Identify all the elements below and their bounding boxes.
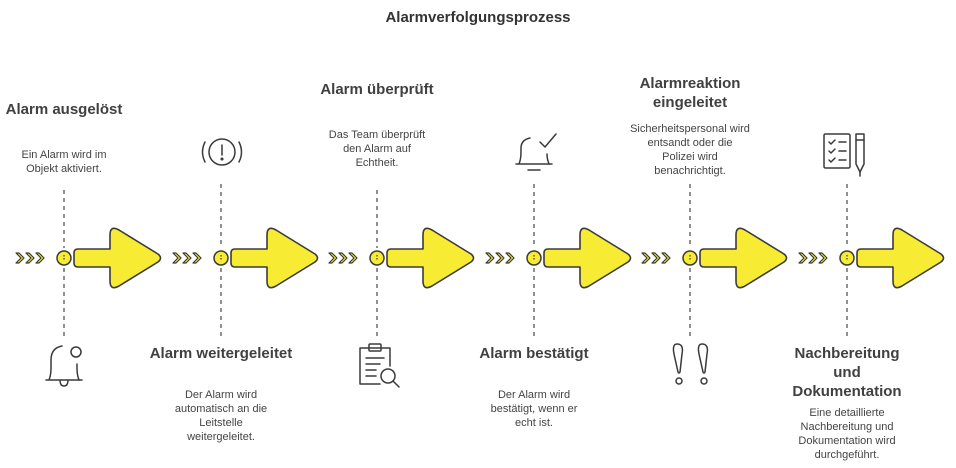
process-step-4 xyxy=(485,184,632,336)
chevron-icon xyxy=(808,252,818,264)
step-description: Ein Alarm wird im Objekt aktiviert. xyxy=(21,149,107,175)
chevron-icon xyxy=(818,252,828,264)
clipboard-search-icon xyxy=(359,343,400,388)
chevron-icon xyxy=(505,252,515,264)
process-step-1 xyxy=(15,190,162,336)
warning-alert-icon xyxy=(201,138,243,166)
chevron-icon xyxy=(35,252,45,264)
diagram-title: Alarmverfolgungsprozess xyxy=(385,9,571,26)
chevron-icon xyxy=(798,252,808,264)
chevron-icon xyxy=(172,252,182,264)
chevron-icon xyxy=(661,252,671,264)
chevron-icon xyxy=(485,252,495,264)
chevron-icon xyxy=(338,252,348,264)
step-description: Sicherheitspersonal wird entsandt oder d… xyxy=(630,123,750,177)
step-description: Das Team überprüft den Alarm auf Echthei… xyxy=(328,129,426,169)
chevron-icon xyxy=(25,252,35,264)
flow-arrow-icon xyxy=(543,227,632,289)
flow-arrow-icon xyxy=(73,227,162,289)
bell-check-icon xyxy=(515,133,557,171)
flow-arrow-icon xyxy=(699,227,788,289)
step-title: Alarmreaktion eingeleitet xyxy=(639,75,741,111)
step-title: Alarm weitergeleitet xyxy=(149,345,293,362)
chevron-icon xyxy=(651,252,661,264)
step-title: Nachbereitung und Dokumentation xyxy=(792,345,902,400)
chevron-icon xyxy=(641,252,651,264)
chevron-icon xyxy=(495,252,505,264)
flow-arrow-icon xyxy=(856,227,945,289)
chevron-icon xyxy=(348,252,358,264)
step-description: Der Alarm wird automatisch an die Leitst… xyxy=(174,389,268,443)
process-step-6 xyxy=(798,184,945,336)
alarm-bell-ring-icon xyxy=(45,345,83,387)
chevron-icon xyxy=(192,252,202,264)
process-step-5 xyxy=(641,184,788,336)
process-step-2 xyxy=(172,184,319,336)
step-title: Alarm ausgelöst xyxy=(5,101,123,118)
step-title: Alarm bestätigt xyxy=(479,345,589,362)
double-exclamation-icon xyxy=(672,343,709,385)
process-step-3 xyxy=(328,190,475,336)
step-description: Der Alarm wird bestätigt, wenn er echt i… xyxy=(490,389,578,429)
checklist-pen-icon xyxy=(823,133,865,177)
chevron-icon xyxy=(328,252,338,264)
flow-arrow-icon xyxy=(386,227,475,289)
step-description: Eine detaillierte Nachbereitung und Doku… xyxy=(798,407,896,461)
chevron-icon xyxy=(182,252,192,264)
flow-arrow-icon xyxy=(230,227,319,289)
step-title: Alarm überprüft xyxy=(320,81,434,98)
chevron-icon xyxy=(15,252,25,264)
